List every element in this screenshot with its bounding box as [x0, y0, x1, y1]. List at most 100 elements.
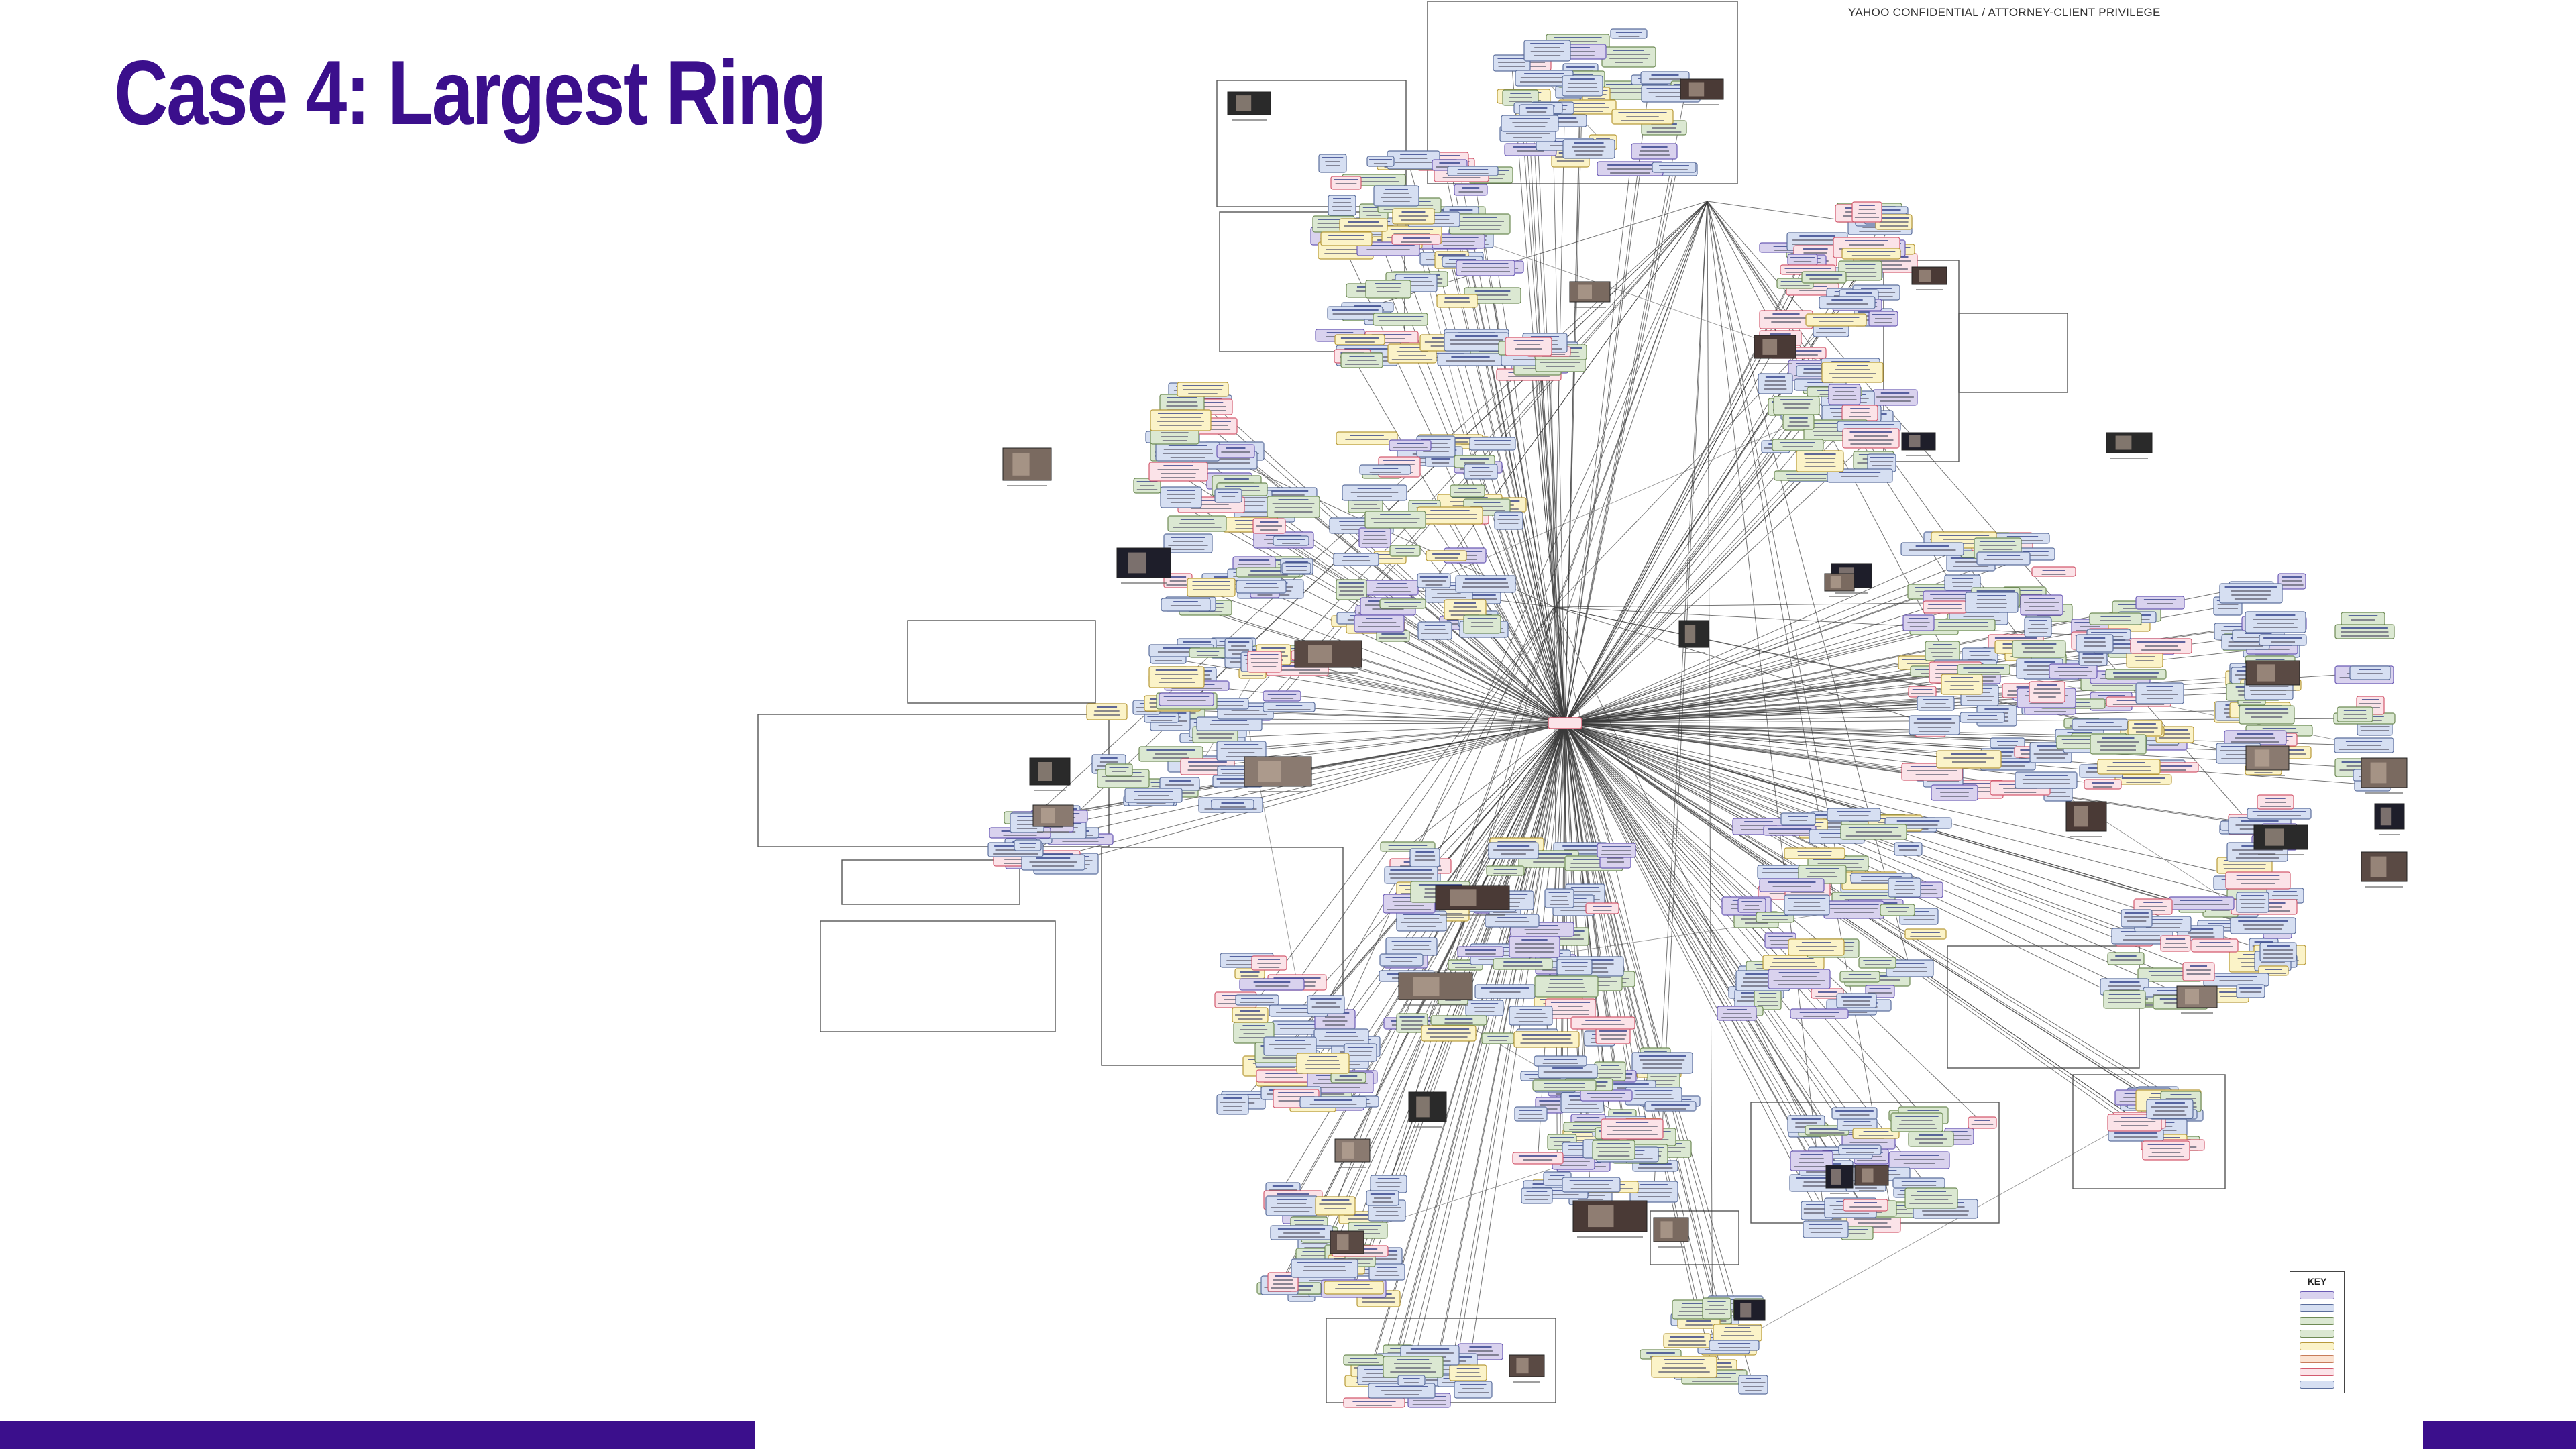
edge	[1419, 201, 1708, 899]
graph-node	[2090, 734, 2147, 755]
cluster-frame	[1650, 1210, 1739, 1265]
node-box	[1544, 888, 1574, 908]
edge	[1528, 346, 1555, 608]
node-box	[1437, 353, 1504, 366]
node-box	[2015, 771, 2078, 789]
graph-node	[2024, 616, 2052, 637]
graph-node	[1465, 1000, 1504, 1016]
node-box	[1908, 686, 1937, 698]
edge	[1322, 201, 1708, 1064]
edge	[1564, 722, 1774, 971]
graph-node	[2277, 573, 2306, 590]
graph-node	[1313, 1028, 1369, 1046]
graph-node	[1562, 139, 1615, 159]
edge	[1413, 722, 1566, 1367]
graph-node	[1373, 185, 1419, 207]
edge	[1564, 722, 1860, 1150]
graph-node	[1594, 1061, 1626, 1081]
graph-node	[2031, 566, 2076, 577]
node-box	[1161, 598, 1211, 612]
graph-node	[1160, 486, 1202, 508]
graph-node	[1463, 614, 1501, 634]
node-box	[2024, 616, 2052, 637]
node-box	[1450, 484, 1485, 498]
cluster-frame	[1101, 847, 1344, 1066]
edge	[1727, 1100, 2169, 1348]
edge	[1564, 166, 1642, 724]
cluster-frame	[820, 920, 1056, 1032]
graph-node	[1270, 1225, 1333, 1240]
node-box	[1580, 1089, 1633, 1102]
graph-node	[2142, 1140, 2190, 1161]
graph-node	[1464, 464, 1498, 480]
graph-node	[1239, 978, 1305, 991]
node-box	[1819, 296, 1876, 309]
edge	[1554, 606, 1729, 1349]
node-box	[1904, 928, 1947, 940]
graph-node	[1823, 900, 1884, 919]
graph-node	[1187, 578, 1236, 597]
graph-node	[2097, 759, 2161, 775]
graph-node	[1865, 985, 1895, 998]
node-box	[1594, 1061, 1626, 1081]
graph-node	[1515, 70, 1574, 87]
graph-node	[1370, 1175, 1407, 1193]
edge	[1185, 604, 1566, 724]
edge	[1564, 600, 1953, 724]
graph-node	[1493, 958, 1553, 970]
graph-node	[2230, 917, 2296, 934]
edge	[1564, 722, 1817, 1211]
graph-node	[1597, 843, 1636, 858]
node-box	[2135, 596, 2185, 610]
node-box	[1493, 54, 1531, 72]
graph-node	[2105, 669, 2167, 680]
edge	[1564, 722, 2135, 1123]
node-box	[1159, 692, 1214, 706]
node-box	[1454, 184, 1488, 196]
edge	[1196, 685, 1566, 724]
node-box	[1486, 865, 1525, 876]
node-box	[1379, 953, 1424, 967]
graph-node	[1155, 441, 1220, 462]
graph-node	[1827, 468, 1893, 483]
graph-node	[1756, 912, 1794, 923]
node-box	[1373, 313, 1428, 326]
graph-node	[1644, 1101, 1697, 1112]
node-box	[2259, 942, 2297, 962]
graph-node	[1320, 231, 1373, 246]
graph-node	[1532, 1079, 1597, 1091]
graph-node	[1851, 201, 1882, 223]
graph-node	[1782, 414, 1815, 430]
edge	[1564, 337, 1781, 724]
graph-node	[1788, 938, 1845, 956]
graph-node	[1315, 1196, 1356, 1216]
graph-node	[1758, 373, 1793, 394]
node-box	[1485, 914, 1540, 928]
edge	[1564, 722, 1606, 1124]
slide-title: Case 4: Largest Ring	[114, 42, 827, 144]
graph-node	[1263, 690, 1301, 702]
graph-node	[1852, 1128, 1900, 1139]
edge	[1370, 722, 1566, 1369]
node-box	[1923, 600, 1967, 614]
node-box	[1239, 978, 1305, 991]
graph-node	[2084, 779, 2122, 790]
node-box	[1330, 1072, 1366, 1083]
node-box	[1759, 878, 1825, 892]
graph-node	[1923, 600, 1967, 614]
edge	[1523, 96, 1566, 724]
graph-node	[1481, 1032, 1515, 1044]
node-box	[1384, 866, 1438, 884]
graph-node	[1534, 975, 1599, 998]
graph-node	[1651, 1356, 1717, 1378]
edge	[1533, 352, 1566, 724]
node-box	[1909, 715, 1960, 735]
node-box	[1344, 1043, 1377, 1062]
node-box	[1457, 946, 1504, 957]
node-box	[1105, 763, 1133, 777]
node-box	[1235, 994, 1279, 1006]
node-box	[1343, 1397, 1405, 1408]
edge	[1554, 606, 1935, 726]
graph-node	[1273, 535, 1309, 546]
graph-node	[1509, 1006, 1553, 1026]
